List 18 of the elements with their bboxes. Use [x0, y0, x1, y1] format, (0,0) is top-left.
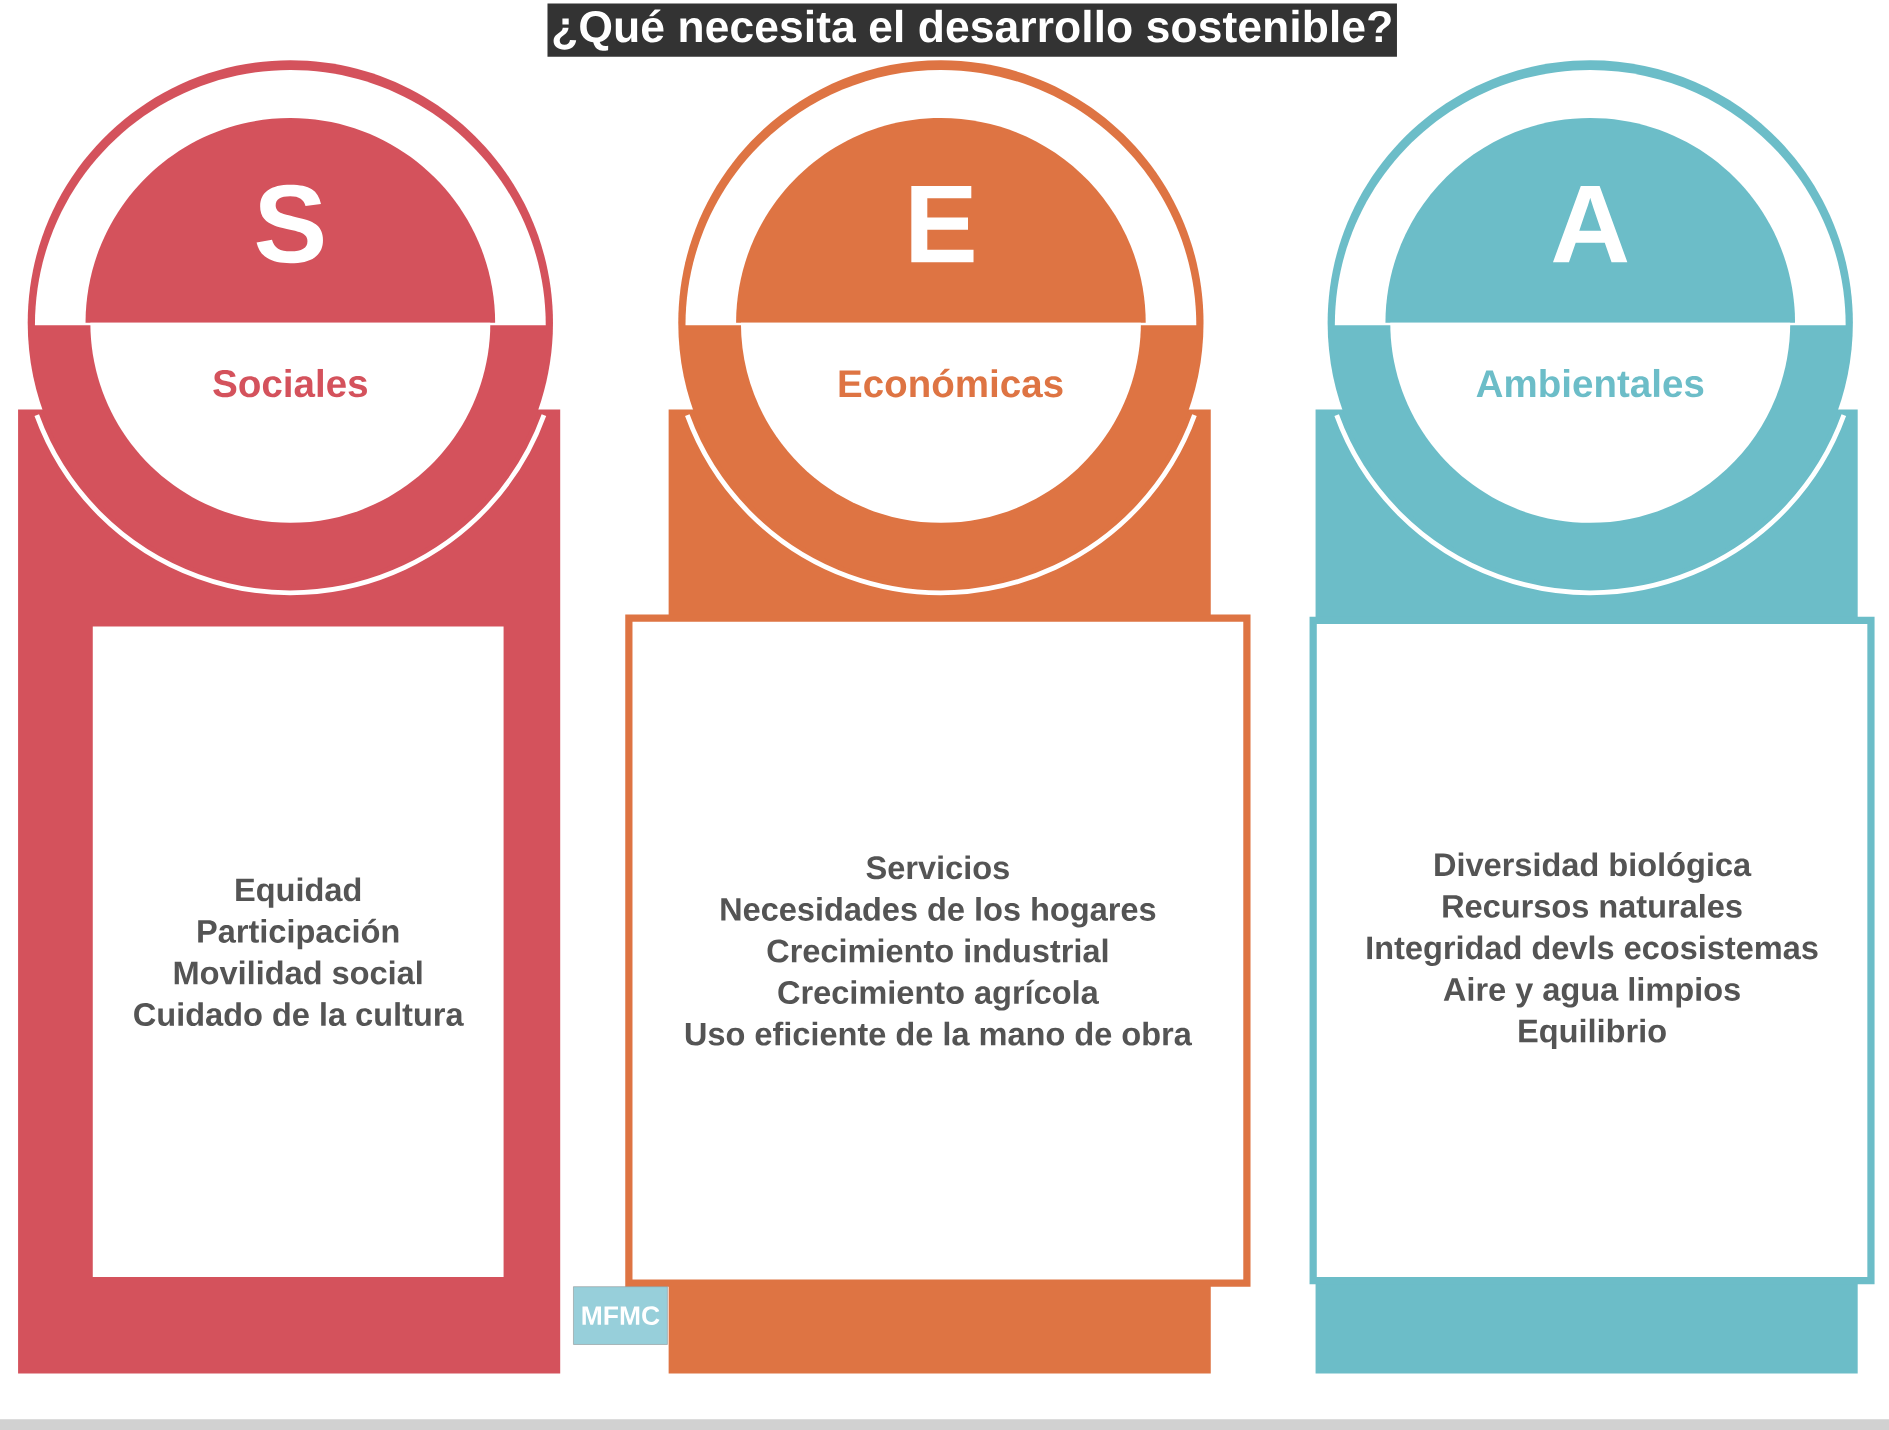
node-label: Equidad — [236, 877, 361, 908]
list-box: Servicios Necesidades de los hogares Crecimiento industrial Crecimiento agrícola Uso eficiente de la mano de obra — [625, 614, 1251, 1287]
category-label: Económicas — [839, 368, 1063, 398]
list-box: Equidad Participación Movilidad social Cuidado de la cultura — [92, 626, 504, 1277]
category-circle-drawing — [27, 60, 553, 595]
node-label: Participación — [198, 918, 399, 950]
title: ¿Qué necesita el desarrollo sostenible? — [547, 3, 1397, 57]
node-label: Cuidado de la cultura — [134, 1002, 464, 1027]
letter: S — [256, 184, 323, 264]
list-box: Diversidad biológica Recursos naturales Integridad devls ecosistemas Aire y agua limpios Equilibrio — [1309, 616, 1875, 1285]
letter: A — [1553, 185, 1628, 263]
category-label: Ambientales — [1476, 368, 1704, 398]
category-circle-drawing — [1327, 60, 1853, 595]
node-label: Movilidad social — [174, 960, 422, 985]
category-circle-drawing — [678, 60, 1204, 595]
letter: E — [911, 185, 974, 263]
category-label: Sociales — [213, 368, 367, 398]
tag-label: MFMC — [573, 1286, 668, 1345]
